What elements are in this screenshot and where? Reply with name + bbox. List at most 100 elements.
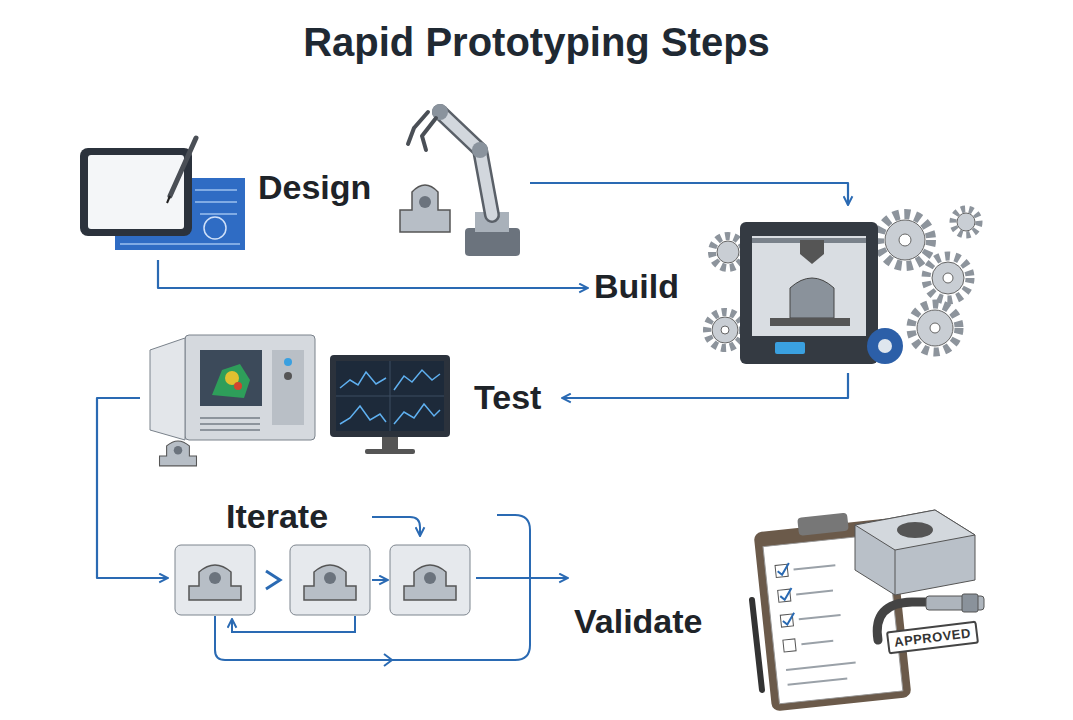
environmental-chamber — [150, 335, 315, 466]
gears — [930, 323, 940, 333]
data-monitor — [394, 404, 440, 424]
environmental-chamber — [272, 350, 304, 425]
step-node: Design — [80, 130, 530, 260]
validation-clipboard — [855, 510, 975, 595]
3d-printer — [752, 236, 866, 336]
flow-arrow — [562, 373, 848, 398]
gears — [926, 256, 970, 300]
gears — [712, 317, 738, 343]
gears — [917, 310, 953, 346]
robot-arm — [400, 104, 520, 256]
robot-arm — [440, 112, 492, 215]
tablet-icon — [170, 138, 196, 196]
environmental-chamber — [234, 382, 242, 390]
iteration-parts — [232, 616, 355, 632]
gears — [899, 234, 911, 246]
robot-arm — [408, 112, 436, 150]
step-node: Iterate — [168, 495, 476, 621]
gears — [957, 213, 975, 231]
gears — [932, 262, 964, 294]
validation-clipboard — [752, 508, 984, 712]
iteration-parts — [390, 545, 470, 615]
step-node: Test — [140, 328, 562, 466]
gears — [885, 220, 925, 260]
step-label: Iterate — [226, 497, 328, 536]
iteration-parts — [266, 571, 280, 589]
validation-clipboard — [962, 594, 978, 612]
diagram-title: Rapid Prototyping Steps — [0, 18, 1073, 66]
environmental-chamber — [185, 335, 315, 440]
validation-clipboard — [777, 563, 795, 625]
robot-arm — [419, 196, 431, 208]
3d-printer — [740, 222, 878, 364]
environmental-chamber — [284, 358, 292, 366]
gears — [879, 214, 931, 266]
3d-printer — [800, 240, 824, 264]
environmental-chamber — [200, 350, 262, 406]
tablet-icon — [80, 138, 245, 250]
3d-printer — [740, 222, 903, 364]
3d-printer — [770, 318, 850, 326]
environmental-chamber — [200, 418, 260, 430]
step-label: Test — [474, 378, 541, 417]
data-monitor — [394, 370, 440, 390]
validation-clipboard — [897, 522, 933, 538]
iteration-parts — [372, 517, 420, 536]
iteration-parts — [384, 654, 392, 666]
environmental-chamber — [160, 441, 197, 466]
iteration-parts — [215, 578, 530, 660]
gears — [707, 312, 743, 348]
iteration-parts — [372, 579, 388, 581]
gears — [717, 241, 739, 263]
step-node: Build — [588, 205, 983, 373]
3d-printer — [775, 342, 805, 354]
validation-clipboard — [797, 513, 849, 536]
flow-arrow — [97, 398, 168, 578]
step-label: Validate — [574, 602, 703, 641]
step-label: Build — [594, 267, 679, 306]
validation-clipboard — [752, 600, 762, 690]
data-monitor — [336, 361, 444, 431]
data-monitor — [382, 437, 398, 449]
environmental-chamber — [150, 338, 185, 440]
iteration-parts — [175, 515, 530, 666]
validation-clipboard — [776, 564, 858, 685]
validation-clipboard — [783, 639, 796, 652]
data-monitor — [340, 406, 386, 424]
environmental-chamber — [212, 364, 250, 398]
data-monitor — [340, 372, 386, 388]
flow-arrow — [530, 183, 848, 205]
flow-arrow — [158, 260, 588, 288]
data-monitor — [365, 449, 415, 454]
iteration-parts — [290, 545, 370, 615]
robot-arm — [440, 112, 492, 215]
tablet-icon — [80, 148, 192, 236]
gears — [712, 236, 744, 268]
gears — [911, 304, 959, 352]
validation-clipboard — [895, 550, 896, 595]
gears — [943, 273, 953, 283]
data-monitor — [330, 355, 450, 437]
flow-arrow — [476, 577, 568, 579]
iteration-parts — [189, 565, 241, 600]
environmental-chamber — [284, 372, 292, 380]
iteration-parts — [304, 565, 356, 600]
3d-printer — [867, 328, 903, 364]
tablet-icon — [204, 217, 226, 239]
iteration-parts — [497, 515, 530, 578]
gears — [721, 326, 729, 334]
validation-clipboard — [855, 510, 975, 550]
step-node: Validate — [568, 500, 996, 714]
robot-arm — [465, 228, 520, 256]
robot-arm — [472, 142, 488, 158]
robot-arm — [400, 185, 450, 232]
tablet-icon — [167, 196, 170, 203]
3d-printer — [878, 339, 892, 353]
iteration-parts — [404, 565, 456, 600]
data-monitor — [336, 361, 444, 431]
step-label: Design — [258, 168, 371, 207]
3d-printer — [790, 278, 834, 318]
iteration-parts — [175, 545, 255, 615]
